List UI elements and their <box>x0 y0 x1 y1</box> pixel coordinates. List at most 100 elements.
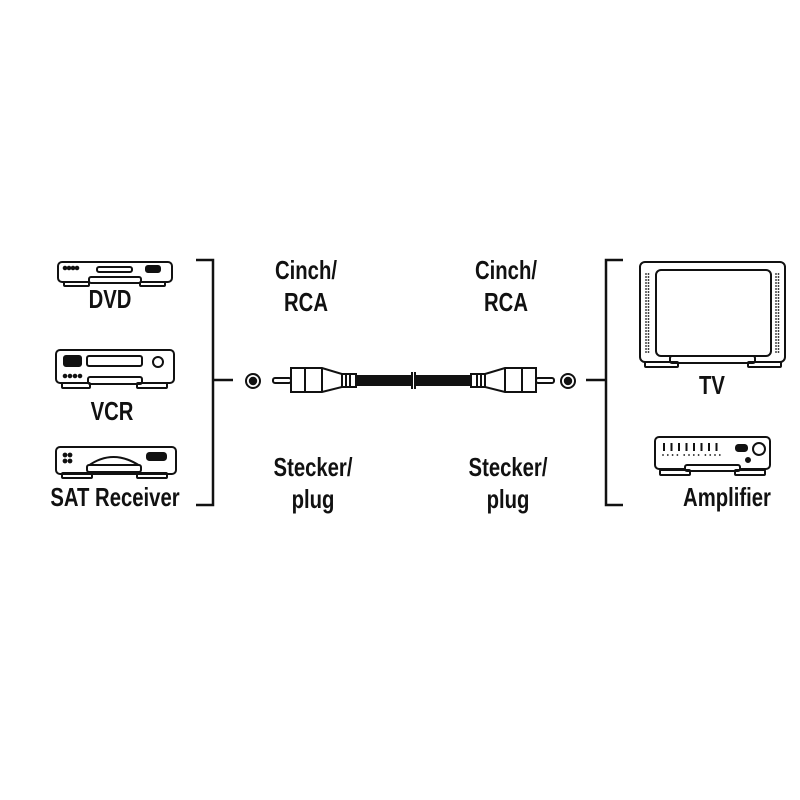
tv-speaker-dot <box>777 336 780 338</box>
amplifier-dot <box>704 454 707 456</box>
tv-speaker-dot <box>647 276 650 278</box>
tv-speaker-dot <box>777 288 780 290</box>
left-plug-label-line2: plug <box>291 484 335 514</box>
tv-speaker-dot <box>645 282 647 284</box>
tv-speaker-dot <box>645 300 647 302</box>
tv-speaker-dot <box>777 330 780 332</box>
tv-speaker-dot <box>647 324 650 326</box>
tv-speaker-dot <box>645 288 647 290</box>
tv-speaker-dot <box>777 333 780 335</box>
left-connector-type-line1: Cinch/ <box>275 255 337 285</box>
tv-speaker-dot <box>647 279 650 281</box>
tv-speaker-dot <box>647 312 650 314</box>
tv-speaker-dot <box>777 300 780 302</box>
tv-speaker-dot <box>645 291 647 293</box>
amplifier-dot <box>676 454 679 456</box>
tv-speaker-dot <box>777 291 780 293</box>
tv-speaker-dot <box>645 327 647 329</box>
tv-speaker-dot <box>777 276 780 278</box>
tv-speaker-dot <box>645 345 647 347</box>
tv-speaker-dot <box>775 336 777 338</box>
tv-speaker-dot <box>777 327 780 329</box>
amplifier-dot <box>688 454 690 456</box>
tv-speaker-dot <box>775 297 777 299</box>
tv-speaker-dot <box>775 342 777 344</box>
tv-speaker-dot <box>777 339 780 341</box>
tv-speaker-dot <box>647 291 650 293</box>
tv-speaker-dot <box>645 342 647 344</box>
tv-speaker-dot <box>775 282 777 284</box>
right-connector-type-line1: Cinch/ <box>475 255 537 285</box>
tv-speaker-dot <box>777 303 780 305</box>
tv-icon <box>639 261 786 368</box>
source-label-dvd: DVD <box>88 284 132 314</box>
tv-speaker-dot <box>775 300 777 302</box>
tv-speaker-dot <box>775 351 777 353</box>
tv-speaker-dot <box>645 273 647 275</box>
amplifier-icon <box>654 436 771 476</box>
amplifier-dot <box>662 454 664 456</box>
tv-speaker-dot <box>777 351 780 353</box>
amplifier-dot <box>697 454 700 456</box>
amplifier-dot <box>671 454 674 456</box>
left-bracket <box>196 258 233 507</box>
tv-speaker-dot <box>645 315 647 317</box>
tv-speaker-dot <box>647 285 650 287</box>
dvd-player-icon <box>57 261 173 287</box>
amplifier-dot <box>714 454 716 456</box>
left-connector-type-line2: RCA <box>284 287 328 317</box>
tv-speaker-dot <box>645 333 647 335</box>
tv-speaker-dot <box>647 273 650 275</box>
tv-speaker-dot <box>647 330 650 332</box>
amplifier-dot <box>683 454 686 456</box>
tv-speaker-dot <box>645 279 647 281</box>
tv-speaker-dot <box>775 309 777 311</box>
destination-label-tv: TV <box>699 370 725 400</box>
tv-speaker-dot <box>777 285 780 287</box>
amplifier-dot <box>709 454 712 456</box>
tv-speaker-dot <box>777 318 780 320</box>
tv-speaker-dot <box>647 339 650 341</box>
tv-speaker-dot <box>775 291 777 293</box>
tv-speaker-dot <box>775 276 777 278</box>
tv-speaker-dot <box>775 288 777 290</box>
tv-speaker-dot <box>645 294 647 296</box>
tv-speaker-dot <box>647 318 650 320</box>
tv-speaker-dot <box>645 324 647 326</box>
tv-speaker-dot <box>775 333 777 335</box>
tv-speaker-dot <box>777 315 780 317</box>
tv-speaker-dot <box>645 312 647 314</box>
left-plug-label-line1: Stecker/ <box>273 452 353 482</box>
tv-speaker-dot <box>777 348 780 350</box>
tv-speaker-dot <box>775 312 777 314</box>
right-connector-type-line2: RCA <box>484 287 528 317</box>
tv-speaker-dot <box>777 324 780 326</box>
amplifier-dot <box>718 454 721 456</box>
tv-speaker-dot <box>775 306 777 308</box>
tv-speaker-dot <box>777 312 780 314</box>
tv-speaker-dot <box>775 279 777 281</box>
tv-speaker-dot <box>775 273 777 275</box>
tv-speaker-dot <box>775 294 777 296</box>
tv-speaker-dot <box>775 321 777 323</box>
tv-speaker-dot <box>777 345 780 347</box>
source-label-vcr: VCR <box>90 396 134 426</box>
tv-speaker-dot <box>645 318 647 320</box>
left-socket-icon <box>245 373 261 389</box>
tv-speaker-dot <box>647 348 650 350</box>
tv-speaker-dot <box>777 279 780 281</box>
sat-receiver-icon <box>55 446 177 479</box>
destination-label-amplifier: Amplifier <box>683 482 771 512</box>
right-plug-label-line2: plug <box>486 484 530 514</box>
tv-speaker-dot <box>777 342 780 344</box>
right-plug-label-line1: Stecker/ <box>468 452 548 482</box>
tv-speaker-dot <box>647 288 650 290</box>
tv-speaker-dot <box>647 351 650 353</box>
tv-speaker-dot <box>777 321 780 323</box>
tv-speaker-dot <box>647 333 650 335</box>
tv-speaker-dot <box>645 276 647 278</box>
tv-speaker-dot <box>775 324 777 326</box>
tv-speaker-dot <box>775 345 777 347</box>
